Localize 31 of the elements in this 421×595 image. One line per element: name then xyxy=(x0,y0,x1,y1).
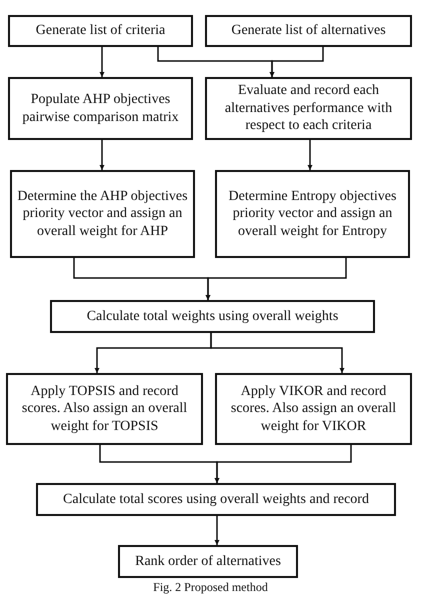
arrow xyxy=(214,445,352,483)
arrow xyxy=(210,333,344,373)
box-text: Apply VIKOR and record scores. Also assign an overall weight for VIKOR xyxy=(230,382,398,436)
process-box xyxy=(36,483,396,516)
box-text: Generate list of criteria xyxy=(36,22,166,40)
arrow xyxy=(308,140,312,170)
box-text: Rank order of alternatives xyxy=(135,552,281,570)
box-text: Determine the AHP objectives priority vector and assign an overall weight for AHP xyxy=(16,188,189,240)
process-box xyxy=(205,77,412,140)
arrow xyxy=(100,47,104,77)
arrow xyxy=(206,258,347,300)
box-text: Generate list of alternatives xyxy=(231,22,386,40)
box-text: Populate AHP objectives pairwise comparison matrix xyxy=(21,91,180,126)
process-box xyxy=(8,15,193,47)
process-box xyxy=(215,373,412,445)
box-text: Apply TOPSIS and record scores. Also assign an overall weight for TOPSIS xyxy=(20,382,188,436)
process-box xyxy=(118,545,298,578)
figure-caption: Fig. 2 Proposed method xyxy=(152,580,269,595)
arrow xyxy=(270,47,324,77)
box-text: Evaluate and record each alternatives performance with respect to each criteria xyxy=(224,82,394,135)
process-box xyxy=(205,15,412,47)
box-text: Calculate total weights using overall weights xyxy=(86,308,338,326)
box-text: Calculate total scores using overall weights and record xyxy=(63,490,369,508)
arrow xyxy=(100,140,104,170)
box-text: Determine Entropy objectives priority vector and assign an overall weight for Entropy xyxy=(228,188,398,240)
process-box xyxy=(10,170,195,258)
arrow xyxy=(214,516,220,545)
process-box xyxy=(8,77,193,140)
process-box xyxy=(6,373,203,445)
process-box xyxy=(50,300,375,333)
process-box xyxy=(215,170,410,258)
